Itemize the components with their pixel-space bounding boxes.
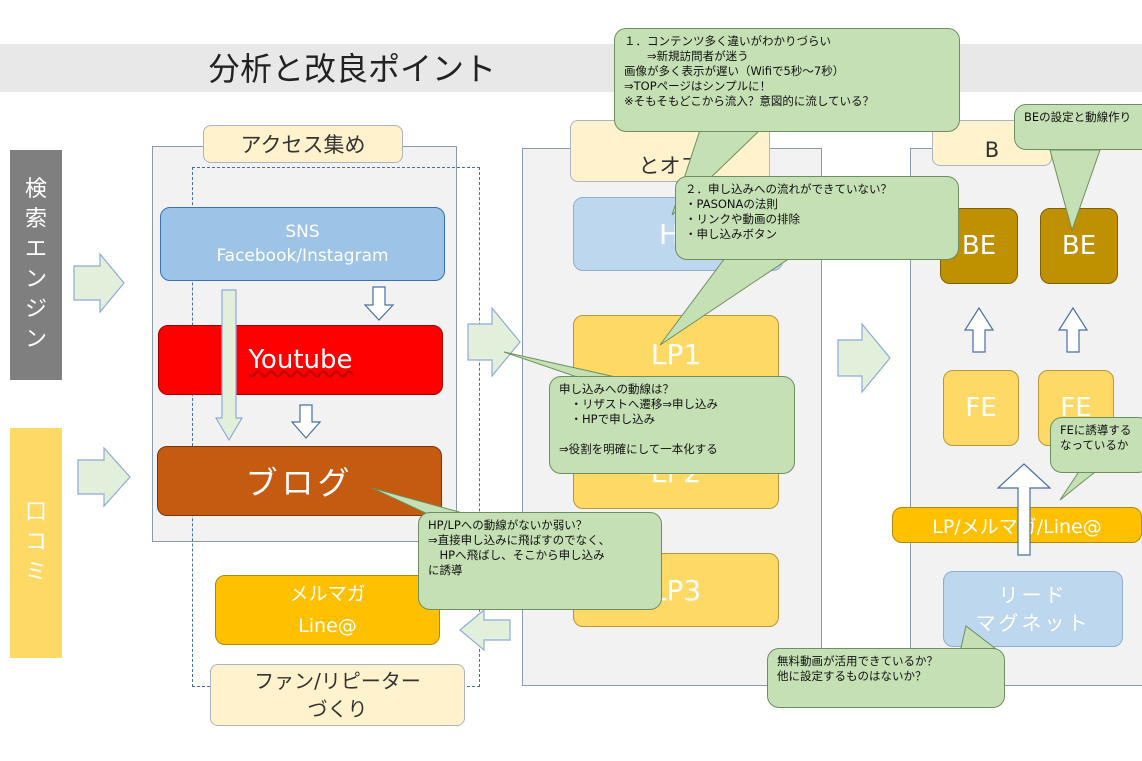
callout-3-tail [503,351,621,379]
fan-repeater-label: ファン/リピーター づくり [210,664,465,726]
arrow-fe1-to-be1 [963,306,995,353]
arrow-fe2-to-be2 [1057,306,1089,353]
callout-5-tail [1049,149,1101,232]
lp-mailmag-line-bar: LP/メルマガ/Line@ [892,507,1142,543]
youtube-box: Youtube [158,325,443,395]
callout-hp-lp-route: HP/LPへの動線がないか弱い？ ⇒直接申し込みに飛ばすのでなく、 HPへ飛ばし… [418,512,662,610]
callout-application-route: 申し込みへの動線は？ ・リザストへ遷移⇒申し込み ・HPで申し込み ⇒役割を明確… [549,376,795,474]
callout-top-page: １．コンテンツ多く違いがわかりづらい ⇒新規訪問者が迷う 画像が多く表示が遅い（… [614,28,960,132]
arrow-sns-to-blog [214,289,244,442]
arrow-lp-to-fe [996,463,1052,556]
arrow-access-to-hp [467,306,521,378]
word-of-mouth-bar: 口 コ ミ [10,428,62,658]
callout-4-tail [371,487,471,516]
callout-application-flow: ２．申し込みへの流れができていない？ ・PASONAの法則 ・リンクや動画の排除… [675,176,959,260]
arrow-youtube-to-blog [290,404,322,439]
callout-be-setting: BEの設定と動線作り [1014,104,1142,150]
sns-box: SNS Facebook/Instagram [160,207,445,281]
access-label: アクセス集め [203,125,403,163]
page-title: 分析と改良ポイント [208,50,497,88]
lead-magnet-box: リード マグネット [943,571,1123,647]
arrow-to-mailmag [459,608,511,652]
fe-box-1: FE [943,370,1019,446]
arrow-mouth-to-access [77,446,131,508]
callout-free-video: 無料動画が活用できているか？ 他に設定するものはないか？ [767,648,1005,708]
callout-fe-guidance: FEに誘導する なっているか [1050,417,1142,473]
be-box-2: BE [1040,208,1118,284]
callout-2-tail [659,257,792,346]
search-engine-bar: 検 索 エ ン ジ ン [10,150,62,380]
arrow-search-to-access [73,252,125,314]
mailmag-box: メルマガ Line@ [215,575,440,645]
arrow-hp-to-be [837,322,891,394]
blog-box: ブログ [157,446,442,516]
arrow-sns-to-youtube [363,286,395,321]
